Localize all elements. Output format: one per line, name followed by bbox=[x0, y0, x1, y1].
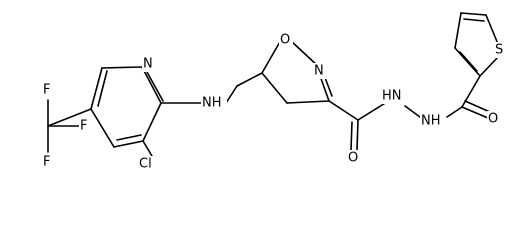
bond-th-c3-c2 bbox=[454, 47, 481, 77]
bond-c3-carbonyl bbox=[328, 100, 359, 121]
bond-py-3 bbox=[141, 66, 162, 104]
bond-cf3-ring bbox=[47, 108, 92, 127]
bond-nh-ch2 bbox=[225, 85, 238, 104]
bond-th-c5-c4 bbox=[460, 12, 487, 16]
bond-nh-carbonyl2 bbox=[446, 106, 463, 118]
bond-c5-o bbox=[261, 39, 282, 74]
bond-py-5 bbox=[113, 140, 144, 148]
atom-n-ring: N bbox=[314, 64, 324, 79]
amine-linker bbox=[160, 72, 263, 104]
atom-nh-hydrazide: NH bbox=[421, 114, 441, 129]
bond-py-1-double bbox=[97, 70, 108, 107]
bond-ring-cl bbox=[142, 140, 153, 157]
bond-carbonyl1-o bbox=[356, 119, 359, 151]
bond-py-2 bbox=[101, 66, 143, 69]
bond-c3-c4 bbox=[286, 100, 330, 104]
bond-ch2-c5 bbox=[236, 72, 263, 87]
atom-o-ring: O bbox=[280, 33, 290, 48]
bond-th-c3-c2-double bbox=[459, 51, 478, 72]
bond-py-3-double bbox=[146, 71, 164, 102]
chemical-structure-diagram: F F F N Cl NH O N O HN NH O S bbox=[42, 12, 506, 172]
atom-n-pyridine: N bbox=[143, 57, 153, 72]
bond-carbonyl2-o-double bbox=[464, 100, 491, 113]
atom-s-thiophene: S bbox=[495, 43, 503, 58]
atom-o-amide2: O bbox=[488, 112, 498, 127]
bond-th-c2-s bbox=[479, 56, 499, 77]
atom-labels: F F F N Cl NH O N O HN NH O S bbox=[42, 32, 506, 172]
bond-th-c5-c4-double bbox=[463, 18, 485, 22]
pyridine-ring bbox=[90, 66, 164, 157]
atom-f1: F bbox=[80, 119, 87, 134]
thiophene-ring bbox=[454, 12, 499, 108]
atom-o-amide1: O bbox=[348, 151, 358, 166]
hydrazide-chain bbox=[328, 100, 491, 151]
bond-carbonyl1-nh bbox=[357, 101, 388, 121]
atom-nh-amine: NH bbox=[202, 96, 222, 111]
bond-py-1 bbox=[90, 67, 103, 110]
cf3-group bbox=[47, 99, 92, 153]
atom-hn-hydrazide: HN bbox=[382, 89, 402, 104]
atom-cl: Cl bbox=[139, 157, 152, 172]
atom-f2: F bbox=[43, 83, 50, 98]
bond-carbonyl2-thiophene bbox=[461, 75, 481, 108]
bond-th-s-c5 bbox=[485, 14, 499, 45]
bond-py-5-double bbox=[116, 134, 142, 141]
bond-th-c4-c3 bbox=[454, 12, 462, 49]
bond-carbonyl2-o bbox=[461, 106, 489, 119]
bond-carbonyl1-o-double bbox=[350, 121, 353, 151]
bond-py-6 bbox=[90, 108, 115, 148]
bond-c4-c5 bbox=[261, 72, 288, 104]
structure-canvas: F F F N Cl NH O N O HN NH O S bbox=[42, 12, 506, 172]
bond-o-n bbox=[289, 39, 320, 68]
bond-py-4 bbox=[142, 102, 162, 142]
bond-nh-nh bbox=[404, 105, 421, 118]
atom-f3: F bbox=[43, 155, 50, 170]
